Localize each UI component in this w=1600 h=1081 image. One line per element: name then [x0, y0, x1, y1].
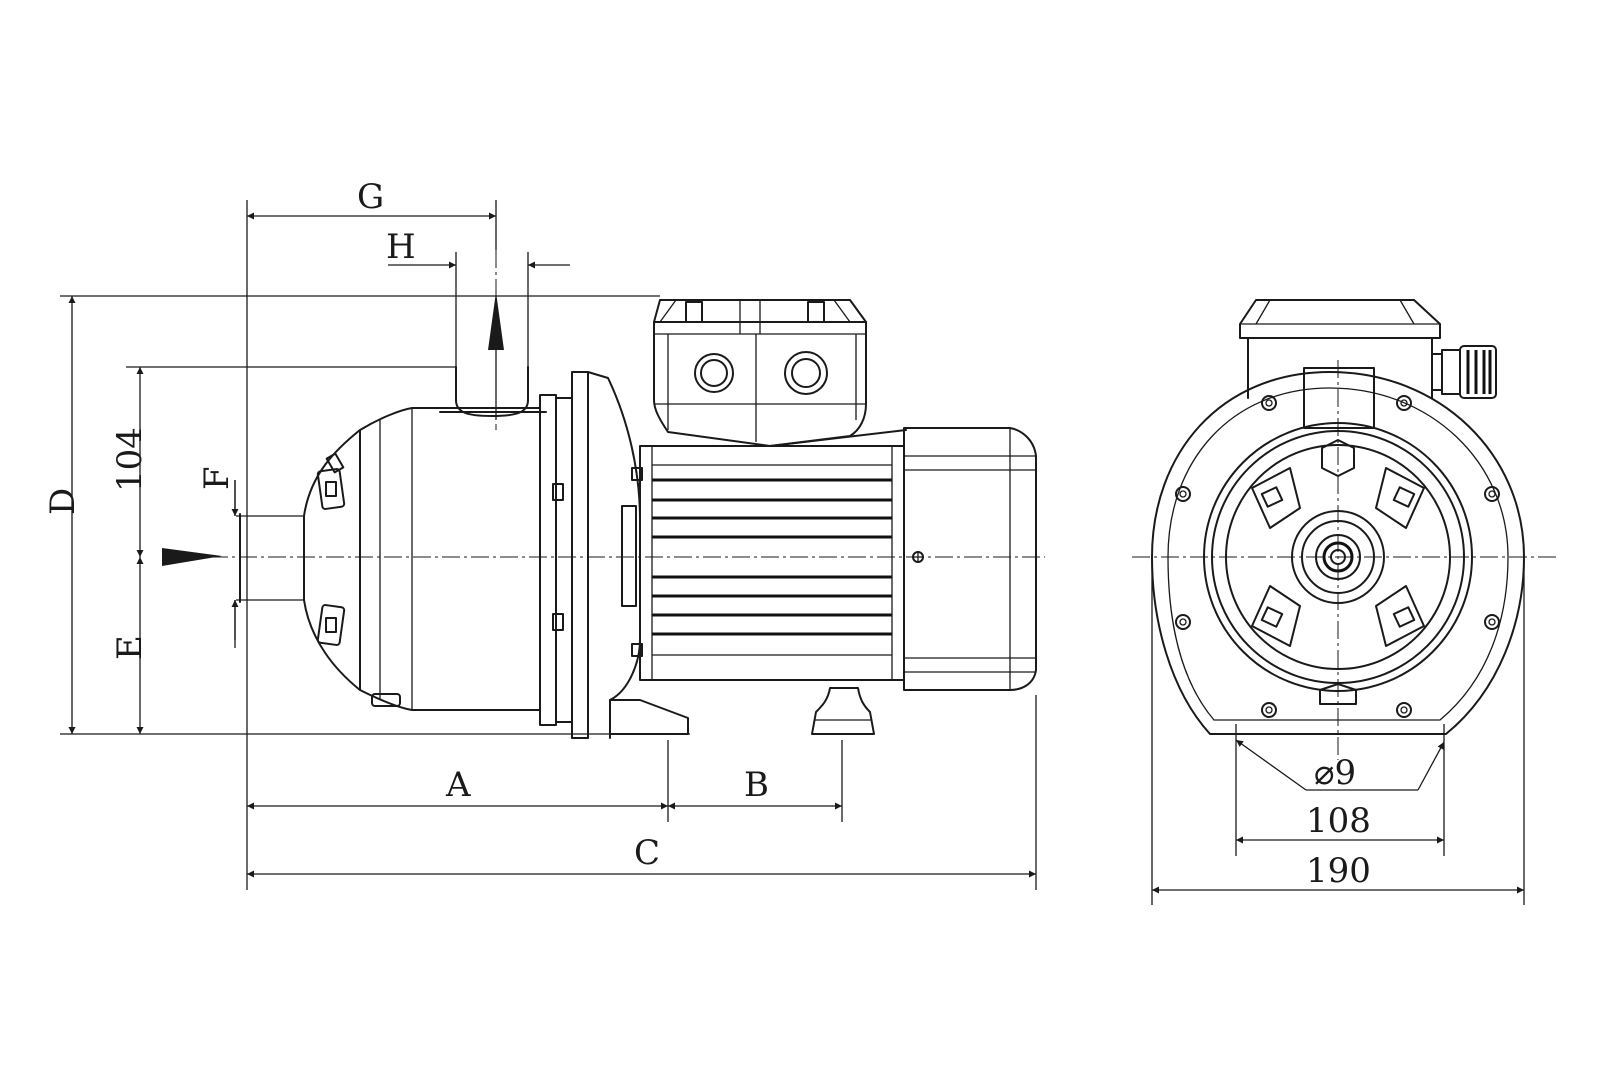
fan-cover: [903, 427, 1037, 691]
inlet-flow-arrow: [162, 548, 222, 566]
pump-body: [359, 407, 541, 711]
front-bolts: [1175, 395, 1500, 718]
label-c: C: [634, 833, 660, 873]
label-hole: ⌀9: [1314, 753, 1356, 793]
label-104: 104: [110, 427, 150, 492]
pump-flange: [539, 371, 689, 739]
label-108: 108: [1306, 801, 1371, 841]
front-terminal-box: [1239, 299, 1441, 399]
label-a: A: [445, 765, 471, 805]
dim-hole-leader-left: [1235, 739, 1307, 791]
label-b: B: [744, 765, 769, 805]
front-hex-plug-bottom: [1319, 683, 1357, 705]
front-inner-ring: [1225, 444, 1451, 670]
front-fan-pads: [1251, 467, 1425, 647]
outlet-pipe: [439, 366, 547, 417]
label-g: G: [357, 177, 384, 217]
front-view: ⌀9 108 190: [1132, 299, 1560, 905]
label-f: F: [197, 466, 237, 490]
rear-foot: [811, 687, 875, 735]
label-e: E: [110, 635, 150, 660]
cable-gland-right: [784, 351, 828, 395]
inlet-pipe: [236, 513, 304, 603]
motor-body: [631, 445, 924, 681]
outlet-flow-arrow: [488, 292, 504, 350]
terminal-box: [653, 299, 907, 447]
label-d: D: [43, 488, 83, 515]
front-housing-outline: [1151, 371, 1525, 735]
label-190: 190: [1306, 851, 1371, 891]
front-cable-gland: [1431, 345, 1497, 399]
side-view: G H D 104 F E A B C: [43, 177, 1045, 890]
label-h: H: [386, 227, 416, 267]
dim-hole-leader-right: [1417, 741, 1445, 791]
pump-head-cone: [303, 429, 401, 707]
front-neck: [1303, 367, 1375, 429]
cable-gland-left: [694, 353, 734, 393]
